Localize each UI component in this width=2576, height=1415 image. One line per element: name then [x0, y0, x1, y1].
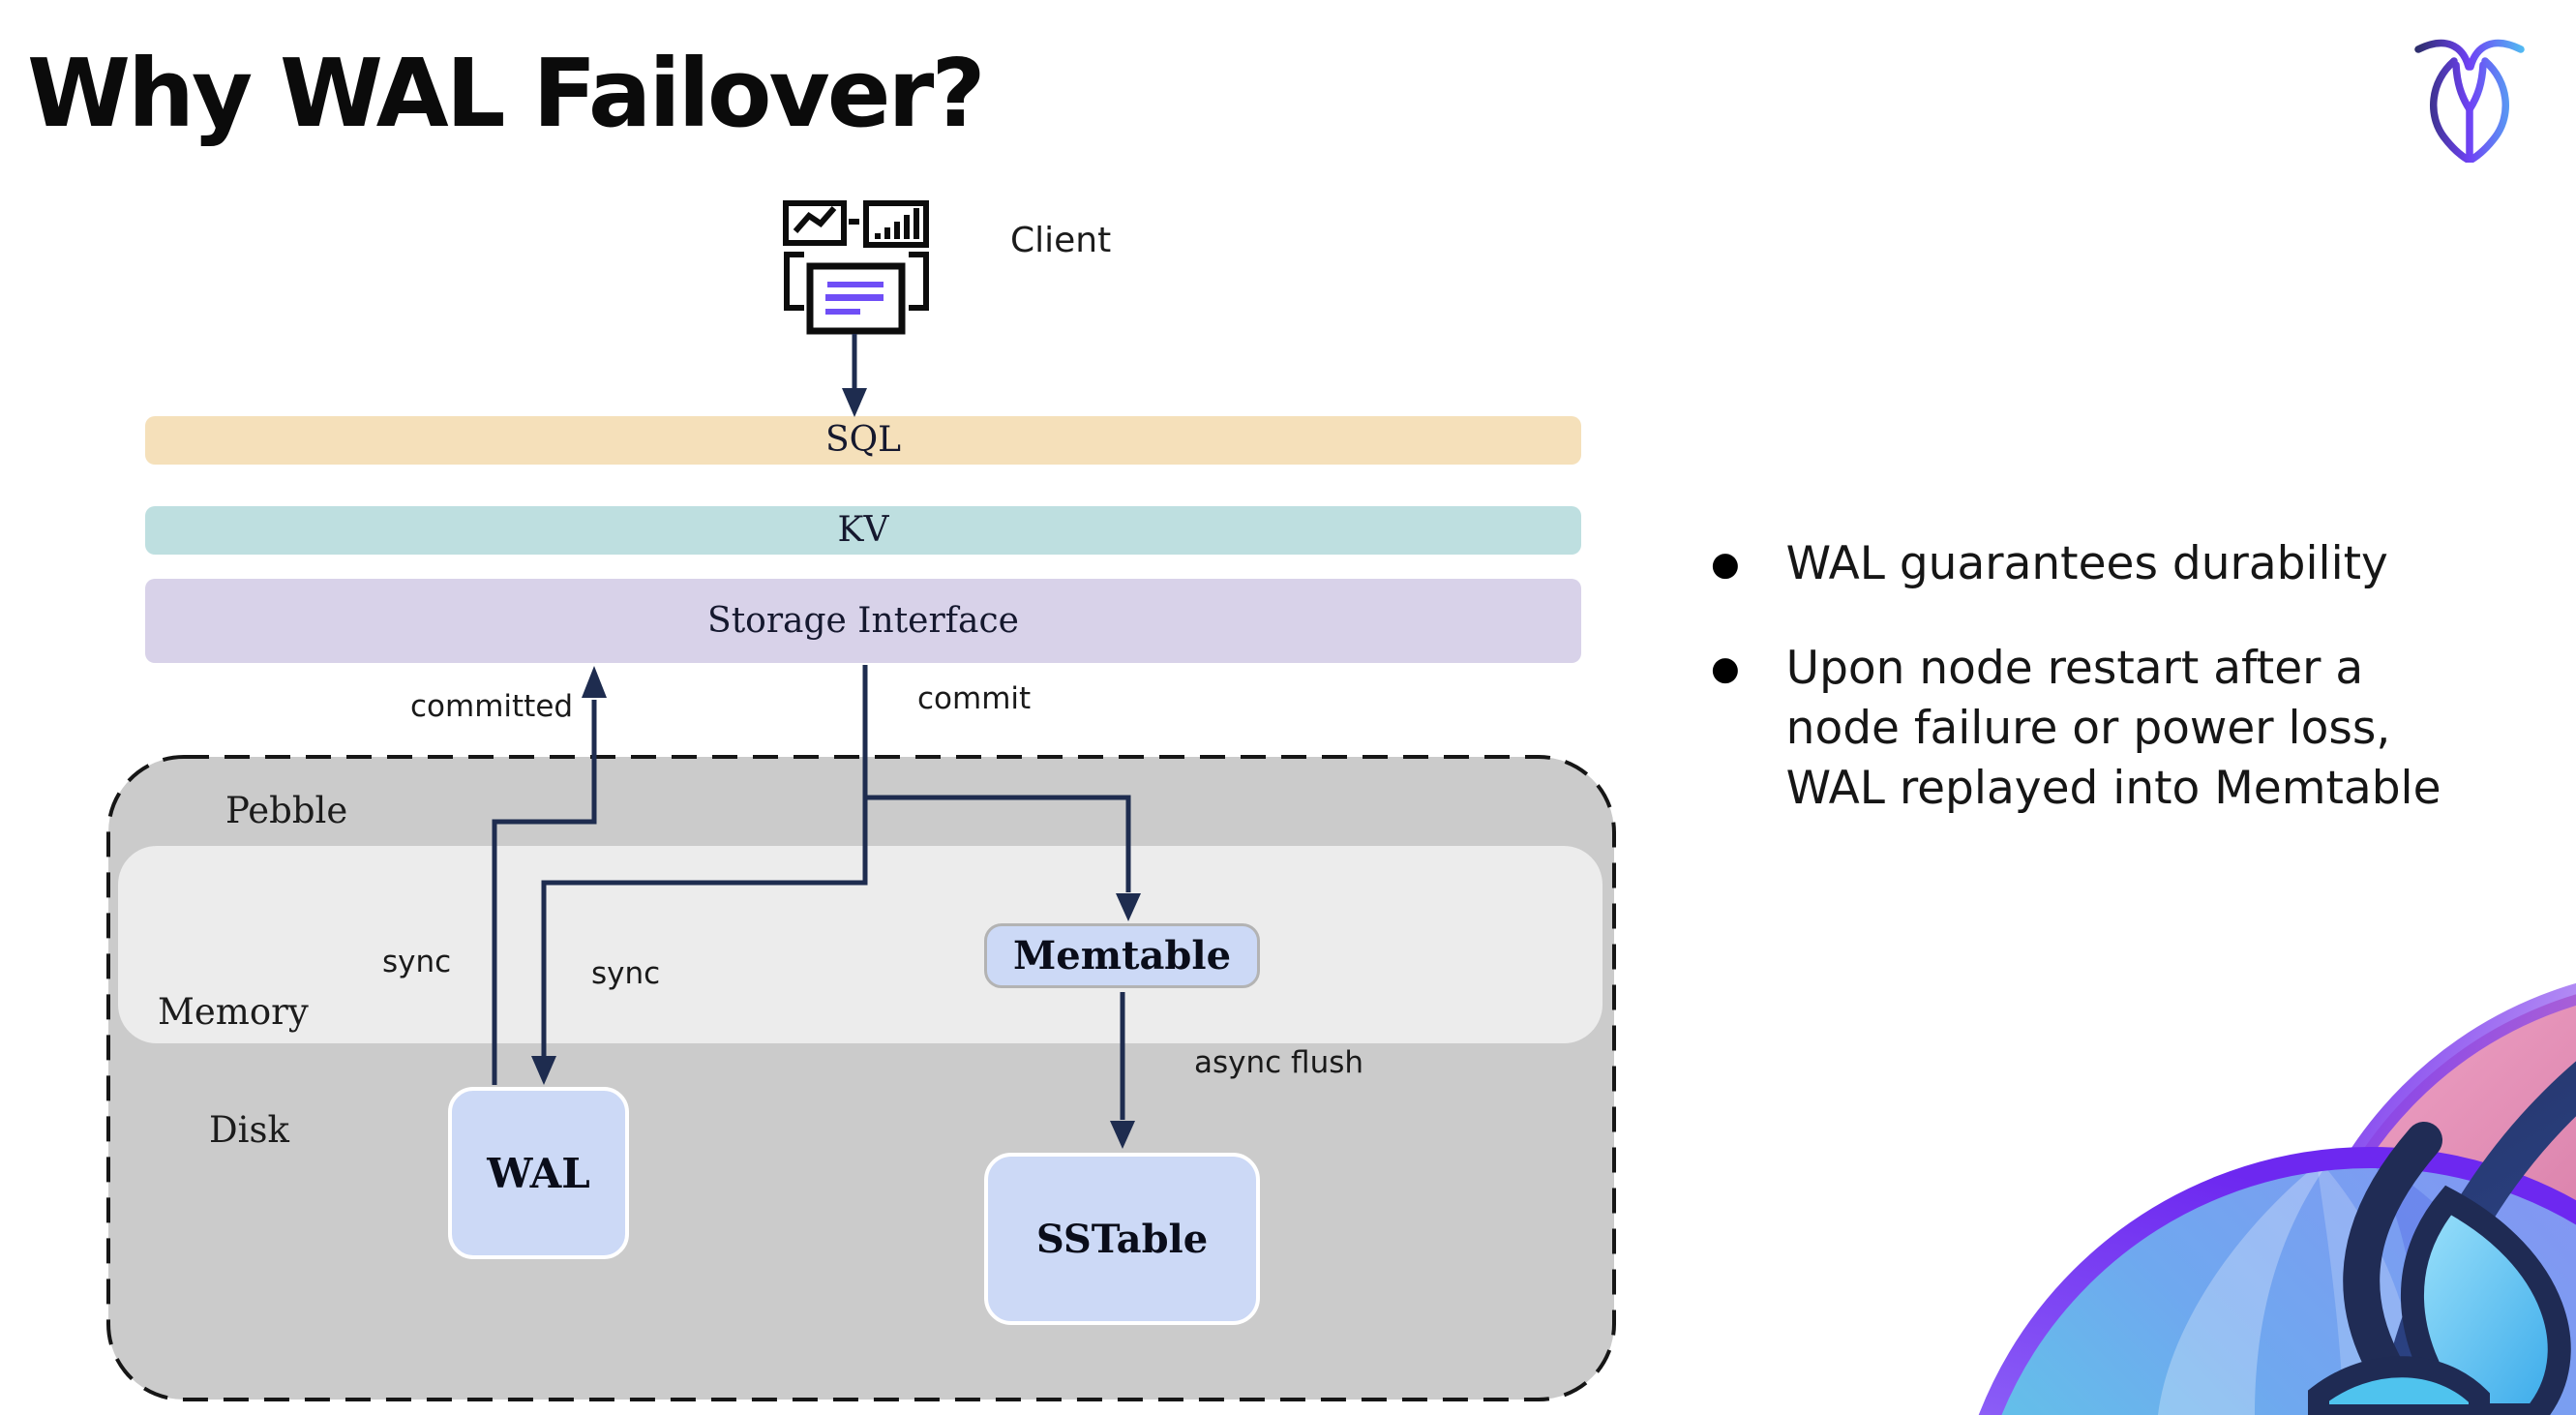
edge-label-committed: committed [410, 689, 574, 724]
layer-sql: SQL [145, 416, 1581, 465]
bullet-item: ● WAL guarantees durability [1711, 534, 2562, 594]
memory-band [118, 846, 1603, 1043]
memory-label: Memory [158, 991, 309, 1033]
client-monitor-icon [783, 200, 929, 335]
edge-label-sync-left: sync [382, 945, 452, 979]
edge-label-commit: commit [917, 681, 1032, 716]
bullet-dot-icon: ● [1711, 649, 1740, 688]
memtable-node: Memtable [984, 923, 1260, 988]
bullet-text: WAL guarantees durability [1785, 537, 2388, 590]
bullet-text: Upon node restart after a node failure o… [1785, 642, 2441, 815]
bullet-dot-icon: ● [1711, 545, 1740, 584]
edge-label-async-flush: async flush [1194, 1045, 1364, 1080]
sstable-node: SSTable [984, 1153, 1260, 1325]
pebble-label: Pebble [225, 790, 348, 831]
bullet-item: ● Upon node restart after a node failure… [1711, 639, 2562, 819]
cockroachdb-logo-icon [2414, 39, 2525, 163]
page-title: Why WAL Failover? [27, 39, 986, 148]
layer-storage-interface: Storage Interface [145, 579, 1581, 663]
edge-label-sync-right: sync [591, 956, 661, 991]
brand-sphere-decoration [1978, 982, 2576, 1415]
disk-label: Disk [209, 1109, 289, 1151]
bullet-list: ● WAL guarantees durability ● Upon node … [1711, 534, 2562, 863]
layer-kv: KV [145, 506, 1581, 555]
wal-node: WAL [448, 1087, 629, 1259]
client-label: Client [1010, 221, 1112, 260]
document-lines [825, 282, 884, 315]
